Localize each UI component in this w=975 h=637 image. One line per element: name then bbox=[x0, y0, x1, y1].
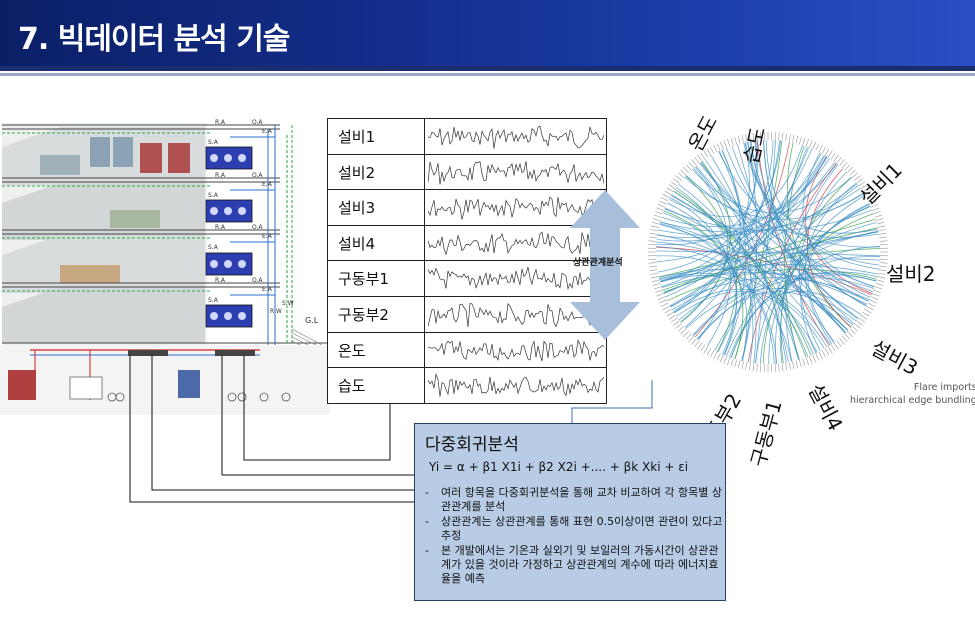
bullet-dash: - bbox=[425, 544, 429, 557]
label-ea-2: E.A bbox=[262, 181, 273, 188]
waveform bbox=[428, 231, 604, 256]
regression-bullet: -여러 항목을 다중회귀분석을 통해 교차 비교하여 각 항목별 상관관계를 분… bbox=[423, 486, 723, 514]
page-title: 7. 빅데이터 분석 기술 bbox=[18, 22, 290, 57]
circle-label-drive1: 구동부1 bbox=[745, 397, 787, 470]
sensor-label: 구동부2 bbox=[338, 306, 389, 324]
sensor-row: 설비1 bbox=[328, 119, 606, 155]
sensor-row: 습도 bbox=[328, 368, 606, 404]
label-rw: R.W bbox=[270, 308, 282, 315]
regression-bullet: -상관관계는 상관관계를 통해 표현 0.5이상이면 관련이 있다고 추정 bbox=[423, 515, 723, 543]
sensor-label: 설비3 bbox=[338, 199, 376, 218]
regression-bullet: -본 개발에서는 기온과 실외기 및 보일러의 가동시간이 상관관계가 있을 것… bbox=[423, 544, 723, 586]
regression-bullets: -여러 항목을 다중회귀분석을 통해 교차 비교하여 각 항목별 상관관계를 분… bbox=[423, 486, 723, 587]
label-gl: G.L bbox=[305, 316, 319, 325]
bullet-dash: - bbox=[425, 486, 429, 499]
header-rule-dark bbox=[0, 66, 975, 71]
correlation-arrow-label: 상관관계분석 bbox=[573, 258, 623, 268]
label-oa-3: O.A bbox=[252, 224, 263, 231]
correlation-arrow-icon bbox=[570, 190, 640, 340]
header-rule-light bbox=[0, 73, 975, 76]
sensor-label: 구동부1 bbox=[338, 270, 389, 289]
header-bar: 7. 빅데이터 분석 기술 bbox=[0, 0, 975, 66]
label-ea-3: E.A bbox=[262, 233, 273, 240]
sensor-label: 설비1 bbox=[338, 128, 376, 146]
label-sa-1: S.A bbox=[208, 139, 219, 146]
waveform bbox=[428, 338, 604, 361]
basement-equipment bbox=[0, 345, 330, 415]
circle-caption-line2: hierarchical edge bundling bbox=[850, 395, 975, 406]
duct-labels: R.A O.A S.A E.A R.A O.A S.A E.A R.A O.A … bbox=[208, 119, 319, 325]
sensor-row: 구동부2 bbox=[328, 297, 606, 333]
edge-bundling-diagram bbox=[648, 132, 888, 372]
bullet-text: 본 개발에서는 기온과 실외기 및 보일러의 가동시간이 상관관계가 있을 것이… bbox=[441, 544, 719, 585]
waveform bbox=[428, 373, 604, 397]
bullet-text: 여러 항목을 다중회귀분석을 통해 교차 비교하여 각 항목별 상관관계를 분석 bbox=[441, 486, 722, 513]
sensor-row: 설비3 bbox=[328, 190, 606, 226]
node-ticks bbox=[648, 132, 888, 372]
waveform bbox=[428, 125, 604, 149]
sensor-table: 설비1 설비2 설비3 설비4 구동부1 구동부2 온도 습도 bbox=[327, 118, 607, 404]
sensor-row: 구동부1 bbox=[328, 261, 606, 297]
label-sw: S.W bbox=[282, 300, 294, 307]
label-ra-3: R.A bbox=[215, 224, 226, 231]
circle-caption-line1: Flare imports bbox=[913, 382, 975, 393]
edge-bundles bbox=[655, 139, 880, 365]
circle-caption: Flare imports hierarchical edge bundling bbox=[850, 381, 975, 407]
circle-label-eq2: 설비2 bbox=[886, 262, 936, 286]
sensor-row: 설비2 bbox=[328, 155, 606, 191]
sensor-label: 습도 bbox=[338, 377, 366, 396]
hvac-schematic: R.A O.A S.A E.A R.A O.A S.A E.A R.A O.A … bbox=[0, 119, 330, 415]
label-ra-1: R.A bbox=[215, 119, 226, 126]
green-pipes bbox=[2, 125, 293, 347]
label-ea-1: E.A bbox=[262, 128, 273, 135]
waveform bbox=[428, 196, 604, 220]
regression-title: 다중회귀분석 bbox=[425, 435, 519, 455]
label-ra-2: R.A bbox=[215, 172, 226, 179]
label-oa-2: O.A bbox=[252, 172, 263, 179]
sensor-row: 온도 bbox=[328, 333, 606, 369]
regression-equation: Yi = α + β1 X1i + β2 X2i +.... + βk Xki … bbox=[429, 460, 689, 474]
label-sa-3: S.A bbox=[208, 244, 219, 251]
sensor-label: 설비2 bbox=[338, 163, 376, 182]
sensor-label: 온도 bbox=[338, 341, 366, 360]
label-oa-1: O.A bbox=[252, 119, 263, 126]
waveform bbox=[428, 302, 604, 328]
label-oa-4: O.A bbox=[252, 277, 263, 284]
label-ra-4: R.A bbox=[215, 277, 226, 284]
regression-box: 다중회귀분석 Yi = α + β1 X1i + β2 X2i +.... + … bbox=[414, 423, 726, 601]
waveform bbox=[428, 160, 604, 185]
bullet-text: 상관관계는 상관관계를 통해 표현 0.5이상이면 관련이 있다고 추정 bbox=[441, 515, 723, 542]
sensor-label: 설비4 bbox=[338, 234, 376, 253]
air-handling-units bbox=[205, 146, 253, 328]
blue-pipes bbox=[230, 125, 276, 347]
bullet-dash: - bbox=[425, 515, 429, 528]
sensor-row: 설비4 bbox=[328, 226, 606, 262]
label-sa-4: S.A bbox=[208, 297, 219, 304]
label-ea-4: E.A bbox=[262, 286, 273, 293]
label-sa-2: S.A bbox=[208, 192, 219, 199]
waveform bbox=[428, 267, 604, 291]
